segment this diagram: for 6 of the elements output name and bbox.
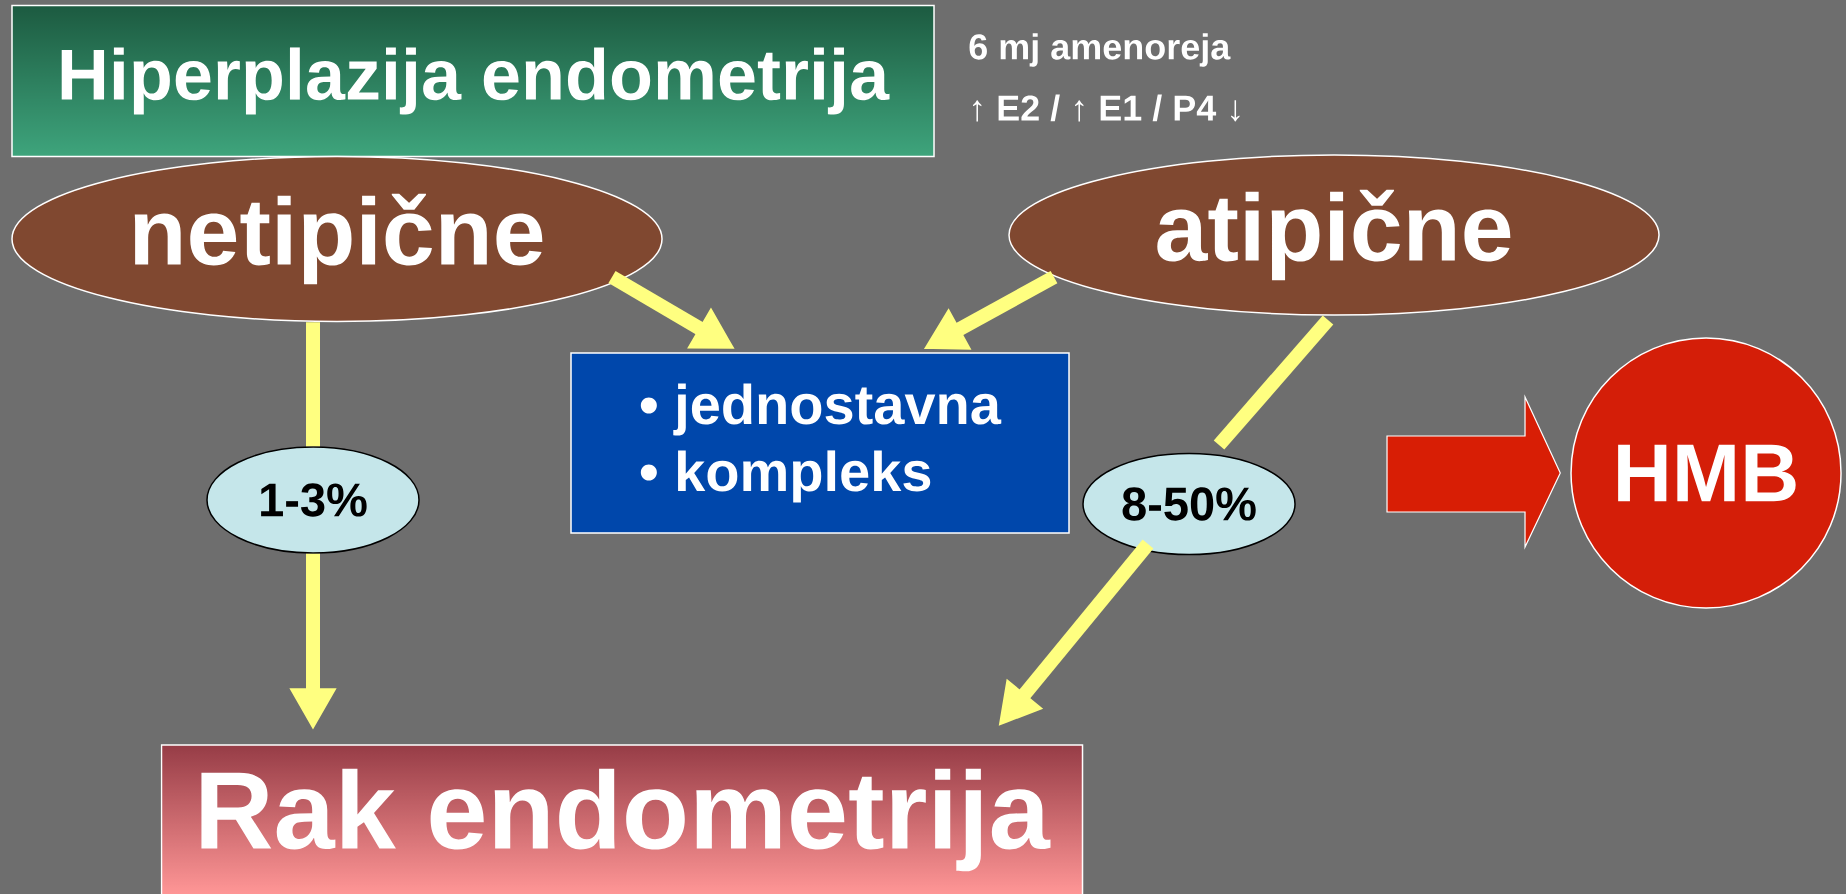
note-text: 6 mj amenoreja [969,33,1231,67]
type-box: • jednostavna • kompleks [570,352,1070,534]
note-text: ↑ E2 / ↑ E1 / P4 ↓ [973,94,1240,122]
block-arrow [1386,394,1561,550]
title-banner: Hiperplazija endometrija [11,4,935,158]
outcome-box: Rak endometrija [160,744,1084,894]
